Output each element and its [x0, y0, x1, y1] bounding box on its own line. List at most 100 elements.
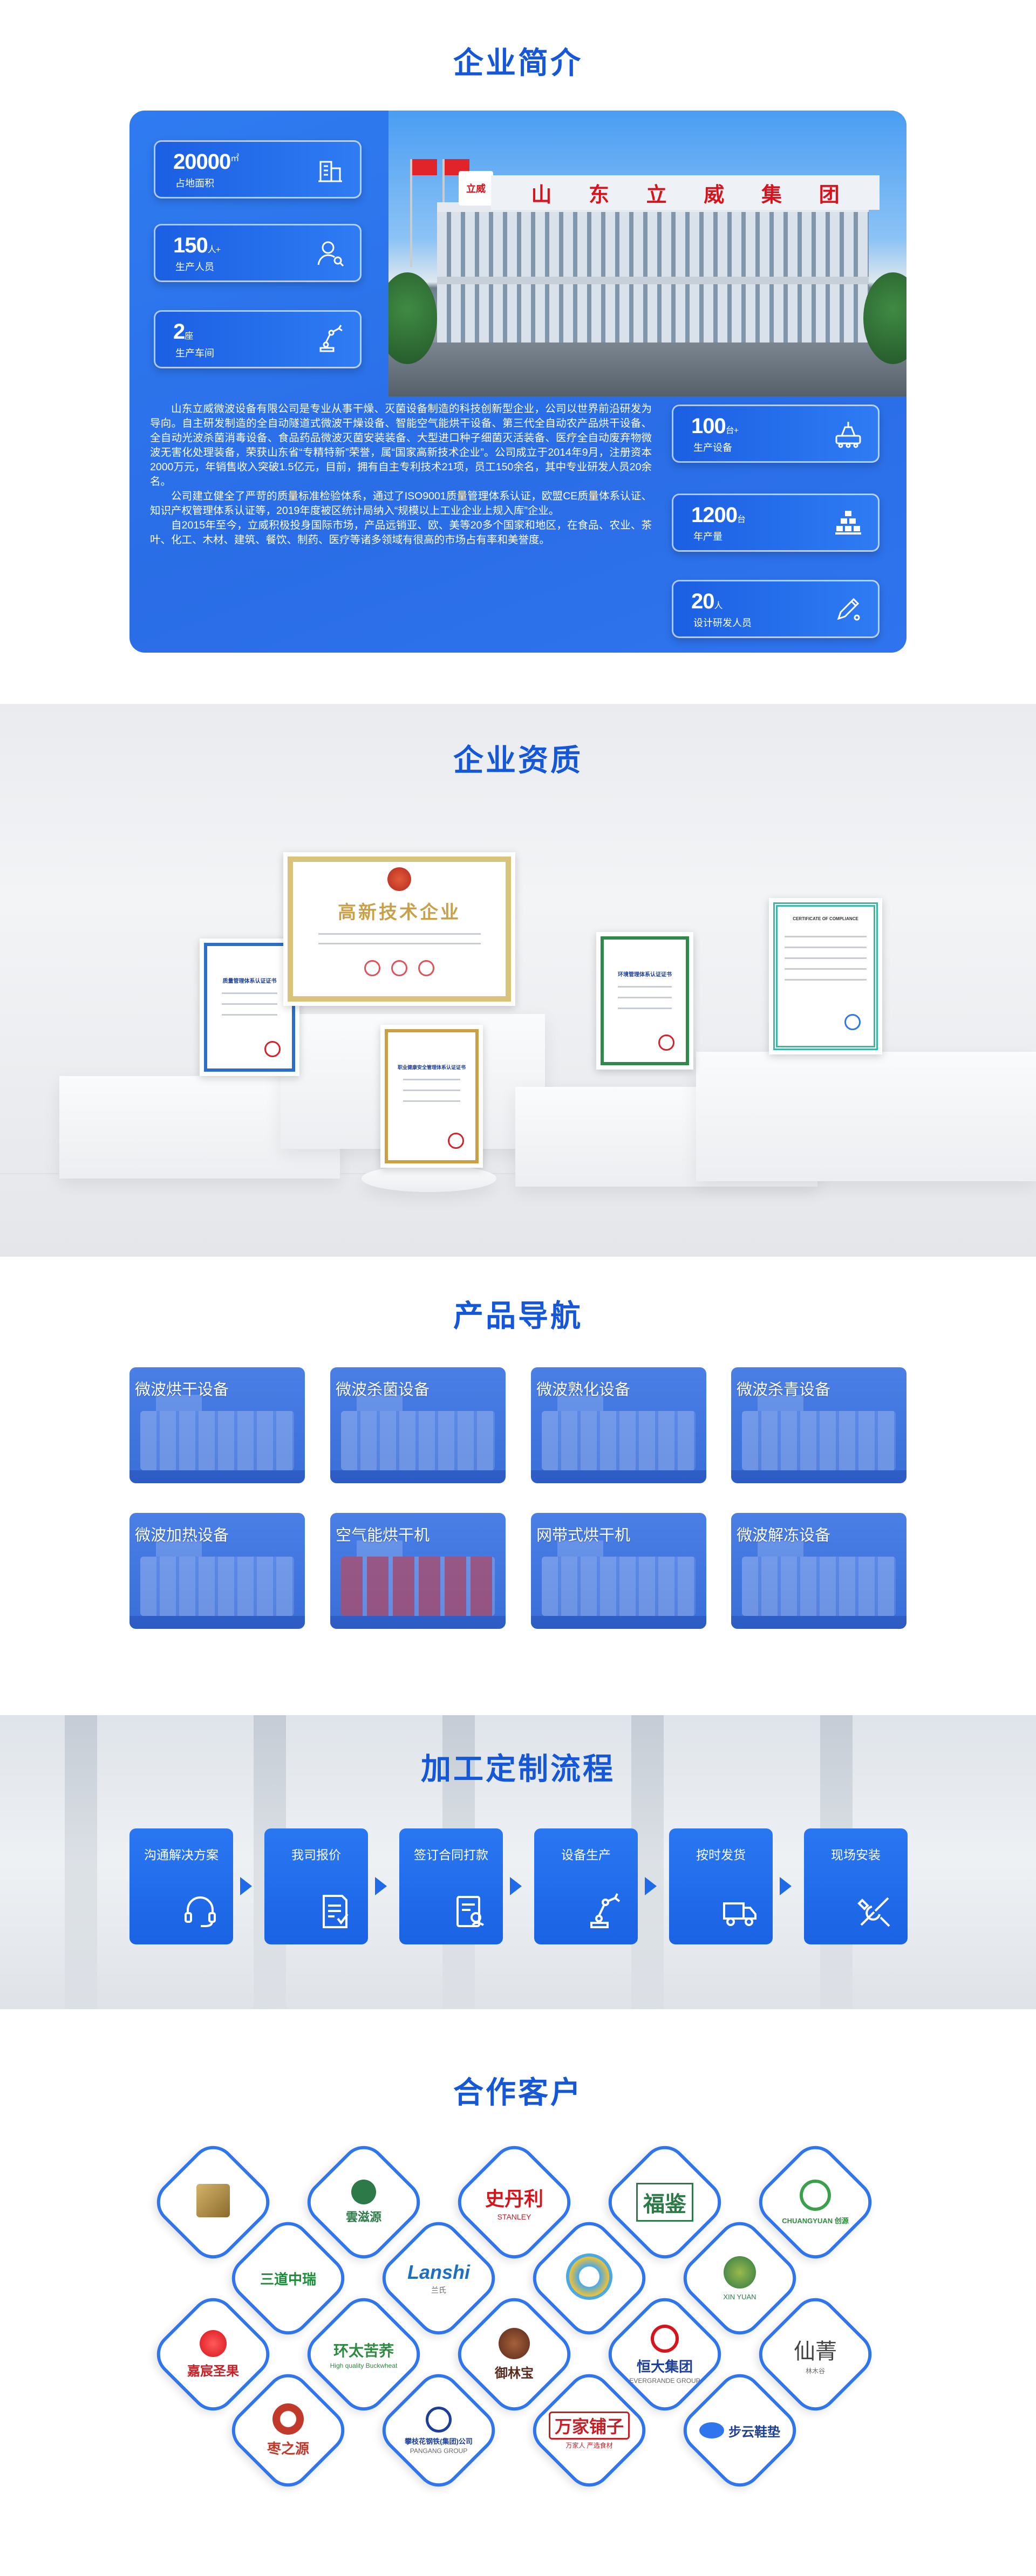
product-name: 微波解冻设备	[737, 1527, 831, 1544]
stat-label: 生产设备	[693, 442, 732, 453]
intro-card: 立威 山 东 立 威 集 团 20000㎡ 占地面积 150人+ 生产人员 2座…	[130, 111, 906, 653]
cert-seal	[391, 960, 407, 976]
robot-arm-icon	[590, 1893, 621, 1928]
logo-mark	[699, 2422, 724, 2438]
product-card[interactable]: 微波烘干设备	[130, 1367, 305, 1483]
sign-char: 立	[646, 182, 667, 207]
stat-value: 100	[691, 414, 726, 438]
step-name: 现场安装	[831, 1848, 881, 1862]
stack-icon	[835, 511, 861, 535]
headquarters-photo: 立威 山 东 立 威 集 团	[388, 111, 906, 396]
stat-value: 2	[173, 320, 185, 344]
certificate-ce-compliance: CERTIFICATE OF COMPLIANCE	[769, 898, 882, 1054]
stat-unit: 人	[714, 601, 723, 611]
stat-unit: 座	[185, 332, 193, 341]
stat-value: 20000	[173, 150, 231, 174]
tree	[388, 272, 437, 364]
stat-value: 20	[691, 590, 714, 613]
stat-unit: 台+	[725, 426, 739, 435]
pen-icon	[837, 598, 860, 621]
process-step: 现场安装	[804, 1828, 908, 1944]
machine-icon	[835, 422, 861, 448]
certificate-environment: 环境管理体系认证证书	[596, 932, 693, 1070]
logo-mark	[272, 2403, 304, 2435]
customers-section-title: 合作客户	[453, 2075, 583, 2109]
pedestal	[696, 1052, 1036, 1181]
step-name: 按时发货	[696, 1848, 746, 1862]
arrow-right-icon	[510, 1877, 522, 1895]
stat-rd-staff: 20人 设计研发人员	[672, 580, 880, 638]
sign-char: 威	[704, 182, 725, 207]
stat-label: 生产车间	[175, 348, 214, 359]
emblem-icon	[387, 867, 411, 891]
cert-seal	[364, 960, 380, 976]
stat-unit: ㎡	[230, 154, 239, 163]
product-name: 微波杀青设备	[737, 1381, 831, 1399]
logo-mark	[200, 2330, 227, 2357]
arrow-right-icon	[780, 1877, 792, 1895]
product-card[interactable]: 微波杀菌设备	[330, 1367, 506, 1483]
products-section-title: 产品导航	[453, 1299, 583, 1333]
product-name: 空气能烘干机	[336, 1527, 430, 1544]
arrow-right-icon	[375, 1877, 387, 1895]
product-card[interactable]: 微波杀青设备	[731, 1367, 906, 1483]
product-card[interactable]: 微波解冻设备	[731, 1513, 906, 1629]
stat-workshops: 2座 生产车间	[154, 310, 362, 368]
headset-icon	[185, 1896, 216, 1927]
stat-value: 150	[173, 234, 208, 257]
stat-label: 年产量	[693, 531, 723, 542]
product-name: 微波熟化设备	[536, 1381, 631, 1399]
company-logo: 立威	[459, 171, 493, 205]
intro-paragraph: 山东立威微波设备有限公司是专业从事干燥、灭菌设备制造的科技创新型企业，公司以世界…	[150, 403, 652, 488]
building-sign: 山 东 立 威 集 团	[491, 175, 880, 210]
cert-seal	[264, 1041, 281, 1057]
building-icon	[318, 161, 342, 182]
intro-section-title: 企业简介	[453, 46, 583, 80]
logo-mark	[426, 2406, 452, 2433]
certificate-quality: 质量管理体系认证证书	[200, 938, 299, 1076]
stat-staff: 150人+ 生产人员	[154, 224, 362, 282]
logo-mark	[351, 2180, 376, 2204]
stat-label: 设计研发人员	[693, 618, 752, 628]
stat-area: 20000㎡ 占地面积	[154, 140, 362, 198]
product-name: 微波烘干设备	[135, 1381, 229, 1399]
sign-char: 山	[531, 182, 552, 207]
user-search-icon	[317, 241, 344, 267]
stat-equipment: 100台+ 生产设备	[672, 405, 880, 463]
certificate-high-tech: 高新技术企业	[283, 852, 515, 1006]
flag-pole	[410, 159, 437, 267]
arrow-right-icon	[645, 1877, 657, 1895]
process-step: 按时发货	[669, 1828, 773, 1944]
intro-paragraph: 自2015年至今，立威积极投身国际市场，产品远销亚、欧、美等20多个国家和地区，…	[150, 519, 652, 546]
stat-label: 占地面积	[175, 178, 214, 189]
tree	[863, 272, 906, 364]
process-step: 签订合同打款	[399, 1828, 503, 1944]
tools-icon	[857, 1897, 890, 1927]
product-card[interactable]: 微波加热设备	[130, 1513, 305, 1629]
logo-mark	[499, 2327, 530, 2359]
sign-char: 集	[761, 182, 782, 207]
step-name: 签订合同打款	[414, 1848, 488, 1862]
intro-description: 山东立威微波设备有限公司是专业从事干燥、灭菌设备制造的科技创新型企业，公司以世界…	[150, 402, 652, 547]
qualification-section-title: 企业资质	[453, 743, 583, 777]
sign-char: 东	[588, 182, 609, 207]
logo-mark	[724, 2256, 756, 2289]
step-name: 我司报价	[291, 1848, 341, 1862]
step-name: 设备生产	[561, 1848, 611, 1862]
product-card[interactable]: 微波熟化设备	[531, 1367, 706, 1483]
intro-paragraph: 公司建立健全了严苛的质量标准检验体系，通过了ISO9001质量管理体系认证，欧盟…	[150, 490, 652, 517]
product-card[interactable]: 空气能烘干机	[330, 1513, 506, 1629]
round-pedestal	[362, 1165, 496, 1192]
invoice-icon	[323, 1895, 349, 1928]
office-building	[437, 202, 869, 342]
certificate-occupational-health: 职业健康安全管理体系认证证书	[380, 1025, 483, 1168]
cert-seal	[658, 1034, 674, 1051]
cert-seal	[844, 1014, 861, 1030]
product-card[interactable]: 网带式烘干机	[531, 1513, 706, 1629]
process-step: 沟通解决方案	[130, 1828, 233, 1944]
logo-mark	[651, 2324, 679, 2353]
arrow-right-icon	[240, 1877, 252, 1895]
cert-seal	[418, 960, 434, 976]
robot-arm-icon	[319, 325, 343, 352]
logo-mark	[566, 2253, 612, 2300]
